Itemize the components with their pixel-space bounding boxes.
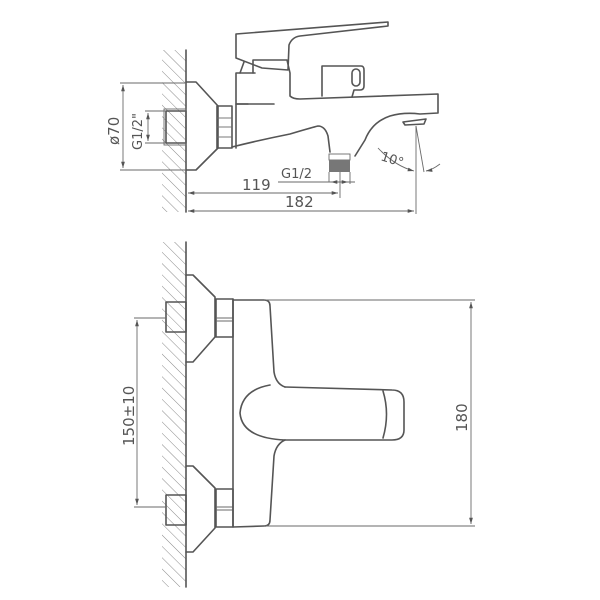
mixer-body: [231, 72, 331, 153]
dim-outlet-thread-label: G1/2: [281, 167, 312, 182]
lever-handle: [235, 21, 389, 71]
diverter-knob: [321, 65, 365, 98]
dim-inlet-thread: G1/2": [131, 110, 166, 150]
aerator: [402, 118, 427, 126]
front-view: 150±10 180: [120, 241, 475, 588]
dim-spout-angle-label: 10°: [379, 150, 406, 171]
inlet-fitting: [163, 108, 187, 146]
dim-outlet-thread: G1/2: [278, 167, 355, 184]
dim-spout-angle: 10°: [377, 125, 441, 173]
dim-inlet-spacing: 150±10: [120, 317, 166, 508]
side-view: ø70 G1/2" G1/2 119 182: [105, 21, 441, 214]
hex-nut: [216, 105, 233, 149]
dim-inlet-spacing-label: 150±10: [120, 386, 138, 446]
wall-hatch-bottom: [162, 241, 187, 588]
dim-spout-reach-label: 182: [285, 193, 314, 211]
top-inlet-fitting: [165, 274, 234, 363]
dim-overall-height: 180: [264, 299, 475, 527]
outlet-thread: [328, 153, 351, 184]
dim-inlet-thread-label: G1/2": [131, 113, 146, 150]
dim-diameter-label: ø70: [105, 117, 123, 145]
dim-outlet-distance-label: 119: [242, 176, 271, 194]
spout: [252, 59, 439, 157]
dim-overall-height-label: 180: [453, 403, 471, 432]
lever-front: [239, 384, 405, 441]
escutcheon: [185, 81, 219, 171]
dim-diameter: ø70: [105, 82, 186, 171]
dim-outlet-distance: 119: [188, 172, 341, 198]
dim-spout-reach: 182: [188, 126, 417, 214]
